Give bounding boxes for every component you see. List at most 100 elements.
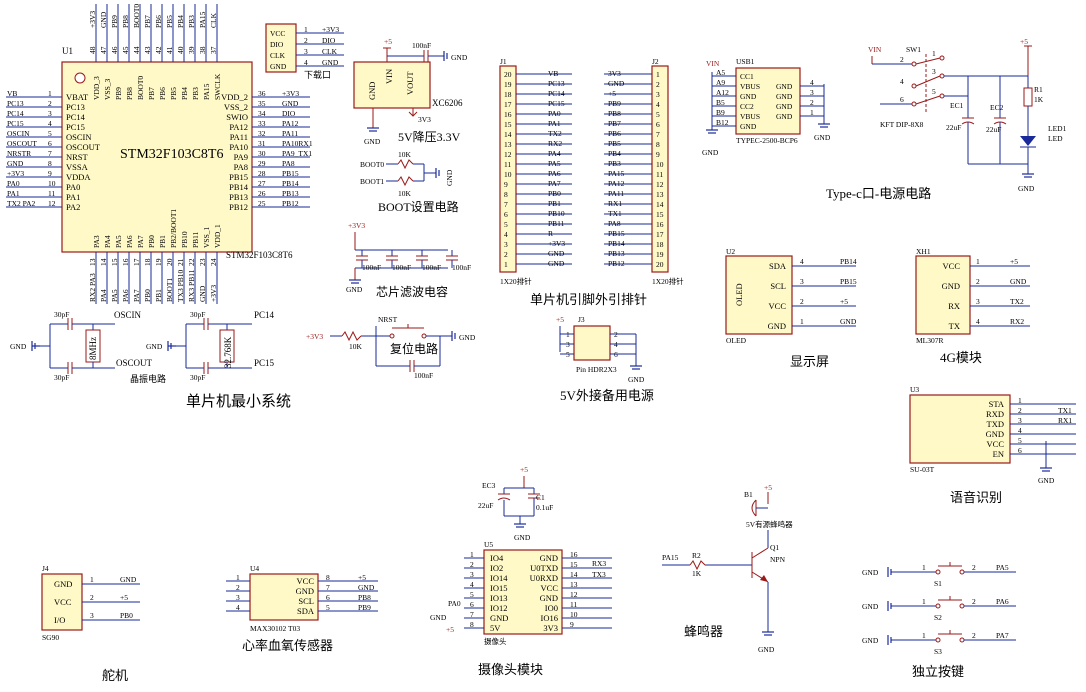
mcu-right-pin-num: 35: [258, 99, 266, 108]
backup-body: [573, 325, 611, 361]
j2-net: PB9: [608, 99, 621, 108]
mcu-left-pin-num: 11: [48, 189, 55, 198]
voice-pin-name: RXD: [986, 409, 1004, 419]
mcu-right-pin-num: 25: [258, 199, 266, 208]
sensor-right-num: 7: [326, 583, 330, 592]
oled-name: OLED: [734, 283, 744, 306]
sensor-net: PB8: [358, 593, 371, 602]
buzzer-q1-type: NPN: [770, 555, 786, 564]
mcu-right-pin-num: 30: [258, 149, 266, 158]
j1-net: PA5: [548, 159, 561, 168]
switch-pin-num: 3: [932, 67, 936, 76]
mcu-left-pin-num: 12: [48, 199, 56, 208]
buzzer-b1: B1: [744, 490, 753, 499]
filter-supply: +3V3: [348, 221, 365, 230]
mcu-left-net: GND: [7, 159, 24, 168]
download-body: [265, 23, 297, 73]
usb-right-pin-name: GND: [776, 92, 793, 101]
j2-net: PB4: [608, 149, 621, 158]
crystal-section: 30pF 30pF 8MHz OSCIN OSCOUT GND 30pF 30p…: [10, 310, 275, 384]
headers-caption: 单片机引脚外引排针: [530, 292, 647, 307]
usb-right-pin-num: 3: [810, 88, 814, 97]
buzzer-caption: 蜂鸣器: [684, 624, 723, 639]
mcu-bottom-pin-name: PB1: [158, 235, 167, 248]
sensor-pin-name: SDA: [297, 606, 315, 616]
voice-pin-name: TXD: [987, 419, 1004, 429]
reg-gnd2: GND: [451, 53, 468, 62]
download-pin-num: 1: [304, 25, 308, 34]
button-contact: [935, 569, 941, 575]
crystal-pc14: PC14: [254, 310, 275, 320]
mcu-bottom-pin-name: PB0: [147, 235, 156, 248]
button-contact: [959, 603, 965, 609]
camera-caption: 摄像头模块: [478, 662, 543, 677]
download-pin-name: GND: [270, 62, 287, 71]
power-ec1-val: 22uF: [946, 123, 961, 132]
camera-right-pin-name: U0TXD: [530, 563, 558, 573]
servo-ref: J4: [42, 564, 49, 573]
j1-pin-num: 19: [504, 80, 512, 89]
j1-pin-num: 15: [504, 120, 512, 129]
mcu-top-pin-num: 42: [154, 46, 163, 54]
power-sw-part: KFT DIP-8X8: [880, 120, 924, 129]
mcu-left-net: PA1: [7, 189, 20, 198]
mcu-left-pin-name: OSCIN: [66, 132, 92, 142]
mcu-bottom-pin-name: PB10: [180, 231, 189, 248]
camera-left-pin-num: 5: [470, 590, 474, 599]
mcu-top-net: PB8: [121, 15, 130, 28]
camera-part: 摄像头: [484, 636, 507, 646]
buzzer-q1: Q1: [770, 543, 779, 552]
camera-plus5: +5: [446, 625, 454, 634]
camera-left-pin-num: 7: [470, 610, 474, 619]
j2-pin-num: 4: [656, 100, 660, 109]
4g-pin-num: 1: [976, 257, 980, 266]
mcu-left-pin-num: 6: [48, 139, 52, 148]
mcu-top-net: PB5: [165, 15, 174, 28]
sensor-net: +5: [358, 573, 366, 582]
mcu-right-pin-name: PB14: [229, 182, 249, 192]
sensor-pin-num: 4: [236, 603, 240, 612]
mcu-bottom-net: RX3 PB11: [187, 269, 196, 302]
camera-right-pin-num: 14: [570, 570, 578, 579]
power-vin: VIN: [868, 45, 882, 54]
usb-left-pin-num: A5: [716, 68, 725, 77]
mcu-top-pin-num: 48: [88, 46, 97, 54]
switch-pin-num: 2: [900, 55, 904, 64]
sensor-pin-num: 1: [236, 573, 240, 582]
mcu-top-net: PB9: [110, 15, 119, 28]
reset-net: NRST: [378, 315, 398, 324]
j2-pin-num: 15: [656, 210, 664, 219]
j2-pin-num: 5: [656, 110, 660, 119]
j2-net: PA12: [608, 179, 625, 188]
j2-net: RX1: [608, 199, 622, 208]
mcu-bottom-pin-num: 19: [154, 258, 163, 266]
power-led-type: LED: [1048, 134, 1063, 143]
usb-body: [735, 67, 801, 135]
mcu-right-pin-name: VDD_2: [221, 92, 248, 102]
j1-net: +3V3: [548, 239, 565, 248]
mcu-right-pin-name: PB12: [229, 202, 248, 212]
servo-pin-name: VCC: [54, 597, 72, 607]
j2-pin-num: 16: [656, 220, 664, 229]
mcu-top-pin-num: 37: [209, 46, 218, 54]
oled-caption: 显示屏: [790, 354, 829, 369]
button-net: PA6: [996, 597, 1009, 606]
j1-net: PB10: [548, 209, 565, 218]
mcu-top-net: BOOT0: [132, 4, 141, 28]
mcu-left-pin-num: 1: [48, 89, 52, 98]
camera-right-pin-name: GND: [540, 593, 558, 603]
mcu-top-pin-num: 41: [165, 46, 174, 54]
4g-part: ML307R: [916, 336, 944, 345]
power-sw: SW1: [906, 45, 921, 54]
mcu-right-pin-num: 32: [258, 129, 266, 138]
mcu-left-pin-num: 2: [48, 99, 52, 108]
j2-pin-num: 6: [656, 120, 660, 129]
mcu-right-net: PA10RX1: [282, 139, 313, 148]
button-pin1: 1: [922, 563, 926, 572]
